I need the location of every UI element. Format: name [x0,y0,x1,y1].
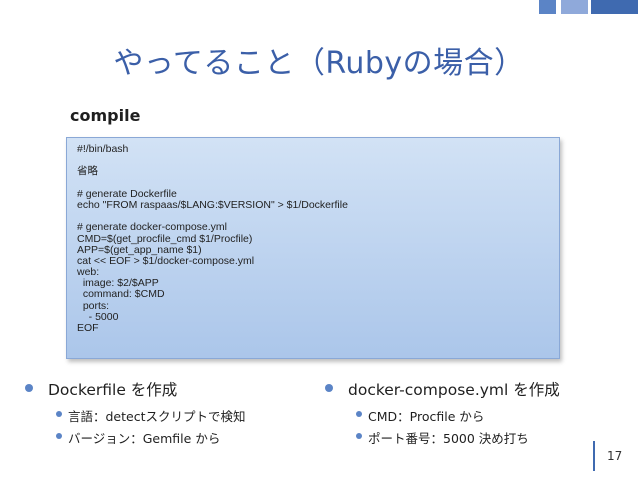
code-line [77,155,559,166]
page-number: 17 [607,449,623,463]
sub-bullet-port: ポート番号：5000 決め打ち [324,428,624,450]
sub-bullet-cmd: CMD：Procfile から [324,406,624,428]
code-line: ports: [77,299,110,312]
code-line: APP=$(get_app_name $1) [77,243,202,256]
code-line: - 5000 [77,310,119,323]
code-line: CMD=$(get_procfile_cmd $1/Procfile) [77,232,253,245]
code-line: # generate Dockerfile [77,187,177,200]
code-line: 省略 [77,165,98,178]
code-line: web: [77,266,100,279]
bullet-dockerfile: Dockerfile を作成 [24,378,314,404]
bullet-docker-compose: docker-compose.yml を作成 [324,378,624,404]
bullet-list-right: docker-compose.yml を作成 CMD：Procfile から ポ… [324,378,624,450]
code-line: command: $CMD [77,288,165,301]
section-subheading: compile [70,106,141,125]
code-line: #!/bin/bash [77,143,129,155]
sub-bullet-language: 言語：detectスクリプトで検知 [24,406,314,428]
code-line: # generate docker-compose.yml [77,221,227,234]
page-number-divider [593,441,595,471]
slide-title: やってること（Rubyの場合） [113,46,525,81]
sub-bullet-version: バージョン：Gemfile から [24,428,314,450]
code-block: #!/bin/bash 省略 # generate Dockerfile ech… [66,137,560,359]
code-line: EOF [77,322,99,334]
decor-square-2 [561,0,588,14]
code-line: echo "FROM raspaas/$LANG:$VERSION" > $1/… [77,198,348,211]
decor-square-1 [539,0,556,14]
code-line: cat << EOF > $1/docker-compose.yml [77,254,255,267]
bullet-list-left: Dockerfile を作成 言語：detectスクリプトで検知 バージョン：G… [24,378,314,450]
code-line: image: $2/$APP [77,277,159,290]
decor-square-3 [591,0,638,14]
